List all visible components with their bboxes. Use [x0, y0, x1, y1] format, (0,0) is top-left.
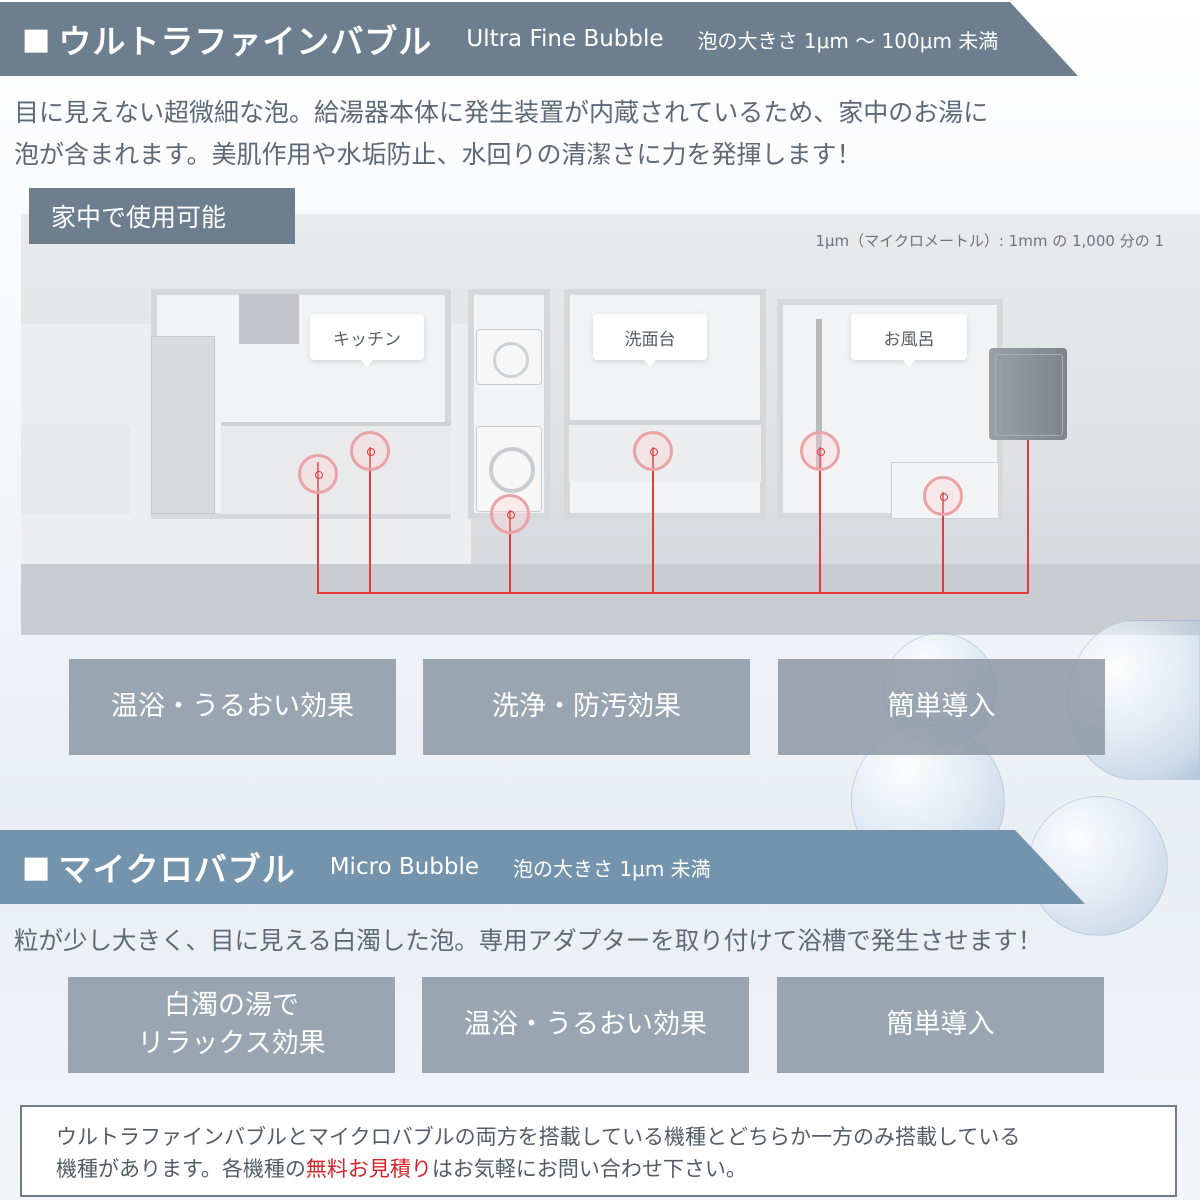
note-text: はお気軽にお問い合わせ下さい。 [431, 1157, 747, 1181]
feature-milky-relax: 白濁の湯で リラックス効果 [68, 977, 395, 1073]
description-line: 泡が含まれます。美肌作用や水垢防止、水回りの清潔さに力を発揮します！ [14, 140, 862, 169]
description-line: 目に見えない超微細な泡。給湯器本体に発生装置が内蔵されているため、家中のお湯に [14, 98, 989, 127]
model-availability-note: ウルトラファインバブルとマイクロバブルの両方を搭載している機種とどちらか一方のみ… [20, 1105, 1177, 1197]
ultra-fine-bubble-size: 泡の大きさ 1μm ～ 100μm 未満 [697, 28, 999, 53]
bathtub-outlet-marker [923, 476, 963, 516]
feature-warm-bath: 温浴・うるおい効果 [69, 659, 396, 755]
free-estimate-link[interactable]: 無料お見積り [305, 1157, 432, 1181]
water-bubble-decoration [1028, 796, 1168, 936]
pipe-line [317, 592, 1029, 594]
square-bullet-icon: ■ [22, 849, 51, 885]
feature-easy-install: 簡単導入 [778, 659, 1105, 755]
dishwasher-outlet-marker [298, 454, 338, 494]
micro-bubble-size: 泡の大きさ 1μm 未満 [513, 856, 711, 881]
washbasin-outlet-marker [633, 431, 673, 471]
feature-easy-install: 簡単導入 [777, 977, 1104, 1073]
pipe-line [369, 447, 371, 594]
floor [21, 564, 1200, 635]
usable-throughout-house-tag: 家中で使用可能 [29, 188, 295, 244]
sofa-image [21, 424, 131, 514]
pipe-line [1027, 440, 1029, 594]
micro-bubble-header: ■ マイクロバブル Micro Bubble 泡の大きさ 1μm 未満 [0, 830, 1085, 904]
micro-bubble-description: 粒が少し大きく、目に見える白濁した泡。専用アダプターを取り付けて浴槽で発生させま… [14, 926, 1043, 955]
washbasin-label: 洗面台 [593, 314, 707, 367]
ultra-fine-bubble-title: ウルトラファインバブル [58, 22, 433, 61]
bath-label: お風呂 [851, 314, 967, 367]
pipe-line [652, 447, 654, 594]
note-text: 機種があります。各機種の [56, 1157, 306, 1181]
pipe-line [819, 447, 821, 594]
micro-bubble-title: マイクロバブル [58, 850, 296, 889]
ultra-fine-bubble-header: ■ ウルトラファインバブル Ultra Fine Bubble 泡の大きさ 1μ… [0, 2, 1078, 76]
note-line: ウルトラファインバブルとマイクロバブルの両方を搭載している機種とどちらか一方のみ… [56, 1125, 1021, 1149]
water-heater-image [989, 348, 1067, 440]
note-line: 機種があります。各機種の無料お見積りはお気軽にお問い合わせ下さい。 [56, 1153, 1175, 1185]
washer-outlet-marker [490, 494, 530, 534]
pipe-line [317, 462, 319, 594]
kitchen-faucet-marker [350, 431, 390, 471]
ultra-fine-bubble-description: 目に見えない超微細な泡。給湯器本体に発生装置が内蔵されているため、家中のお湯に … [14, 92, 988, 176]
shower-outlet-marker [800, 431, 840, 471]
feature-line: 白濁の湯で [164, 990, 299, 1021]
micrometer-note: 1μm（マイクロメートル）: 1mm の 1,000 分の 1 [815, 232, 1164, 250]
pipe-line [509, 510, 511, 594]
pipe-line [942, 492, 944, 594]
micro-bubble-english: Micro Bubble [329, 854, 480, 880]
kitchen-label: キッチン [310, 314, 424, 367]
dryer-image [476, 329, 542, 385]
fridge-image [151, 336, 215, 514]
house-illustration: キッチン 洗面台 お風呂 1μm（マイクロメートル）: 1mm の 1,000 … [21, 214, 1200, 635]
feature-line: リラックス効果 [137, 1028, 326, 1059]
shower-image [816, 319, 822, 469]
feature-cleaning: 洗浄・防汚効果 [423, 659, 750, 755]
ultra-fine-bubble-english: Ultra Fine Bubble [466, 26, 664, 52]
range-hood-image [239, 294, 299, 344]
square-bullet-icon: ■ [22, 21, 51, 57]
feature-warm-bath: 温浴・うるおい効果 [422, 977, 749, 1073]
